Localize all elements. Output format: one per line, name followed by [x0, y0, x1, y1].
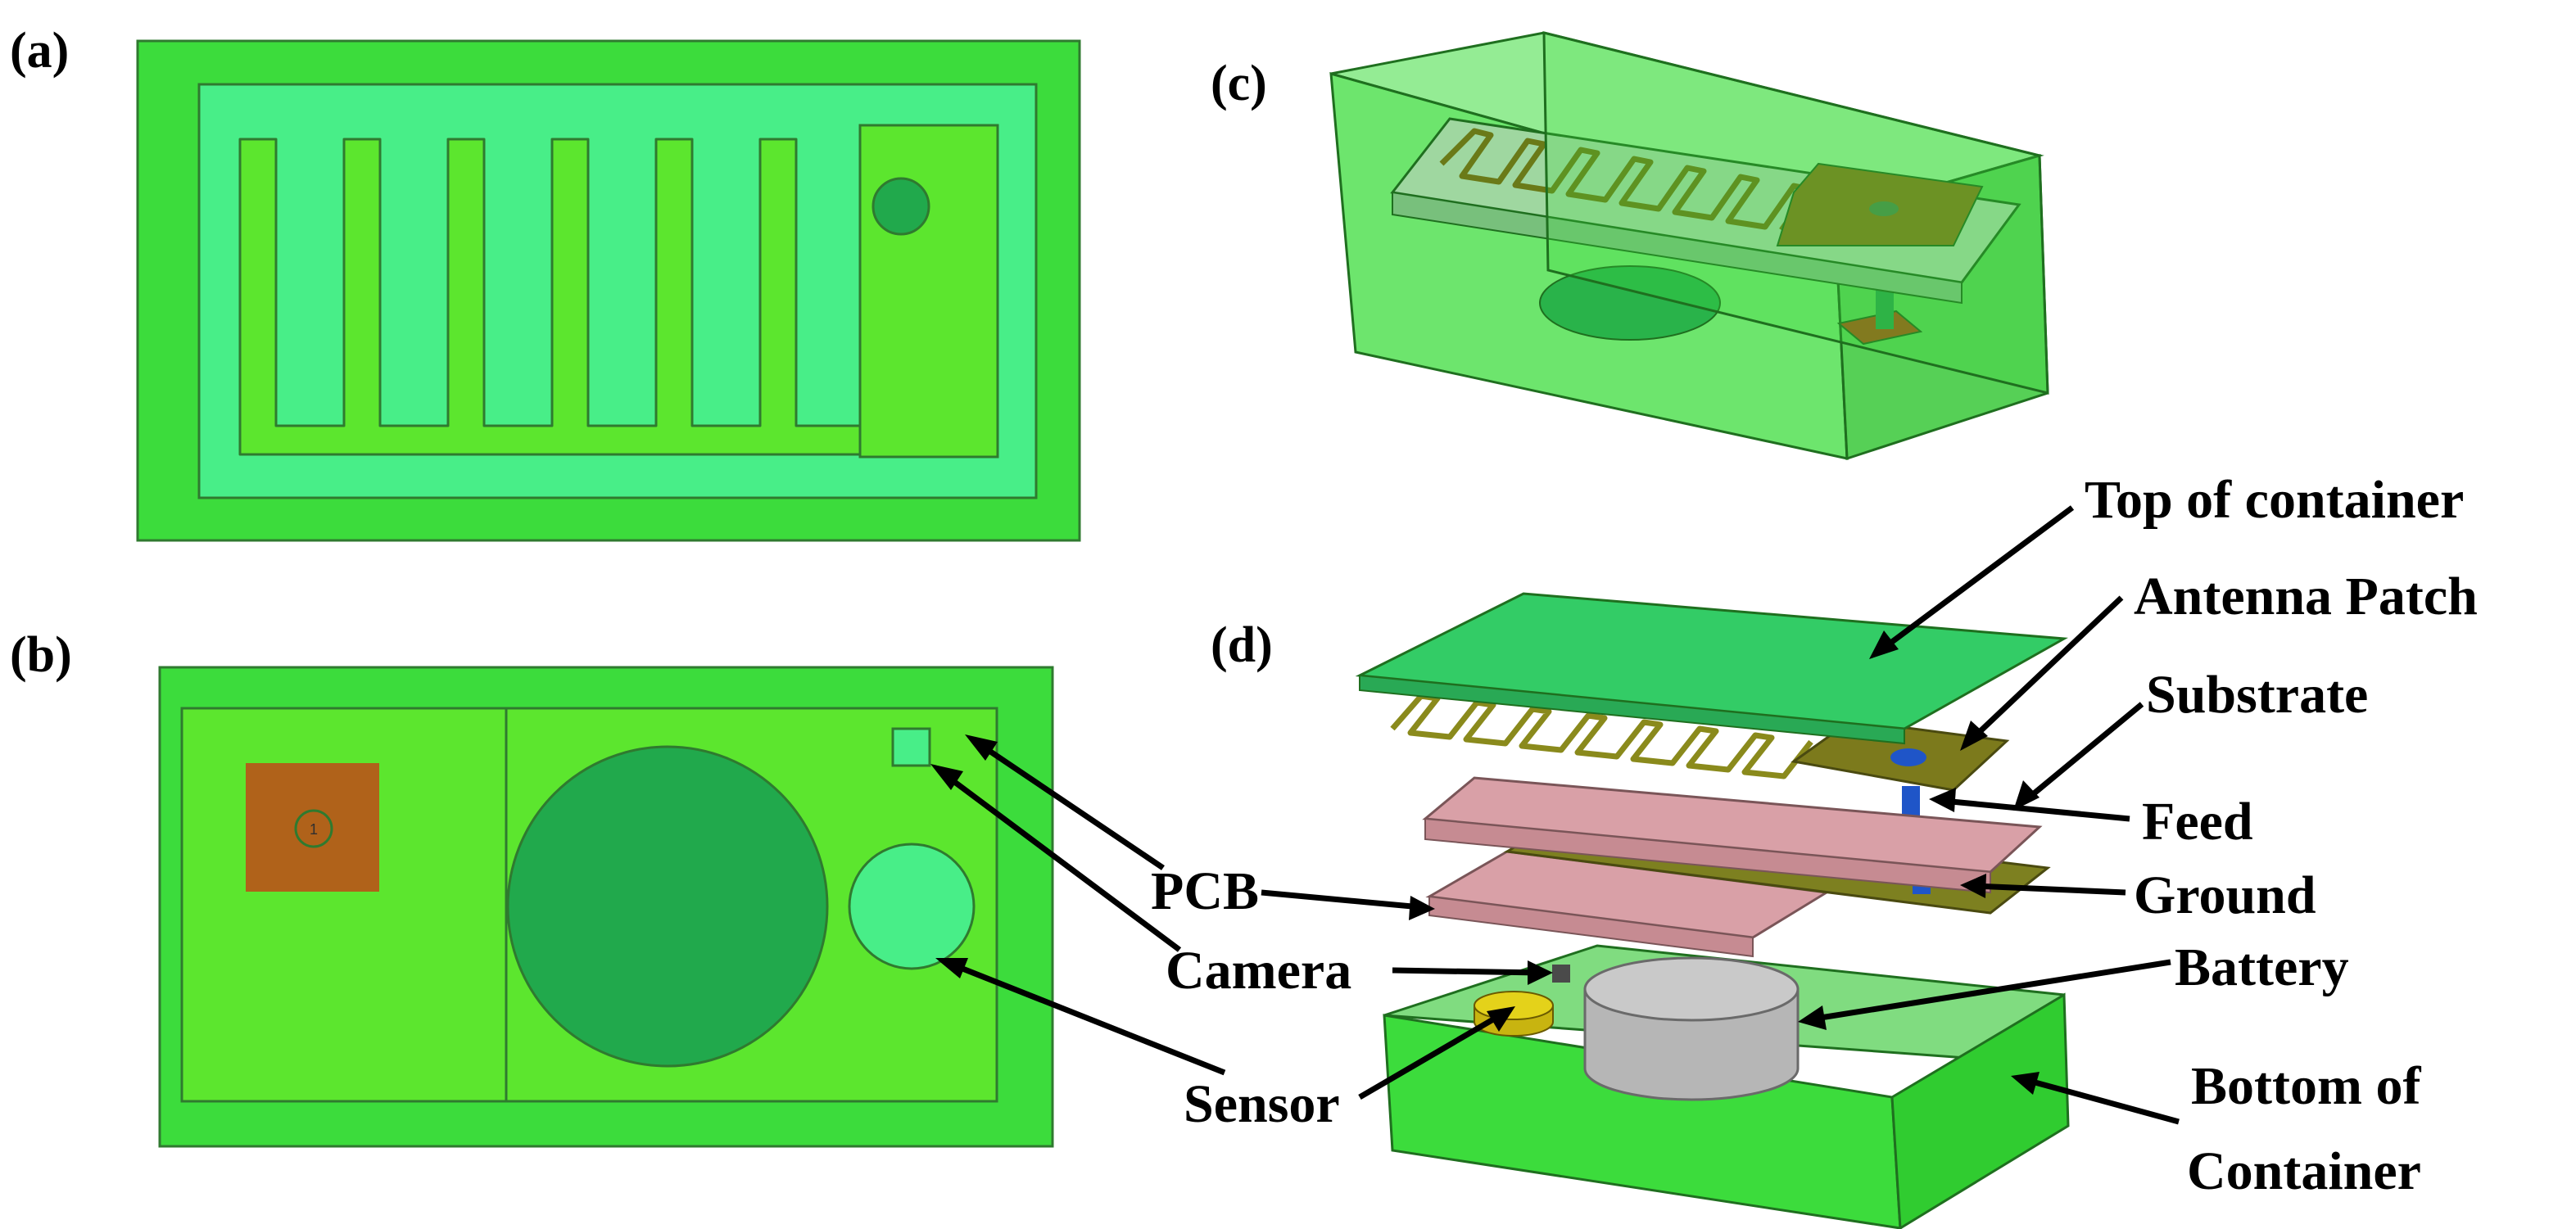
callout-top-of-container: Top of container [2085, 470, 2464, 530]
panel-b: (b) 1 PCB Camera Sensor [10, 627, 1351, 1148]
arrow-sensor-d [1358, 1010, 1505, 1100]
arrow-battery [1809, 959, 2171, 1023]
arrow-sensor [944, 959, 1226, 1076]
camera-3d-d [1552, 965, 1570, 983]
callout-pcb-b: PCB [1151, 861, 1259, 921]
arrow-feed [1942, 797, 2130, 822]
meander-3d-d [1390, 693, 1813, 779]
feed-hole-d [1890, 748, 1926, 766]
port-circle [294, 809, 333, 848]
arrowhead-pcb-d [1409, 896, 1435, 920]
callout-camera: Camera [1166, 941, 1351, 1001]
feed-pin-upper [1902, 786, 1920, 819]
callout-feed: Feed [2142, 792, 2253, 852]
panel-label-a: (a) [10, 23, 69, 79]
panel-a: (a) [10, 23, 1081, 542]
panel-label-b: (b) [10, 627, 72, 683]
sensor-circle [848, 843, 976, 970]
callout-bottom-line2: Container [2187, 1141, 2421, 1201]
arrow-ground [1973, 883, 2126, 896]
meander-patch [238, 138, 862, 456]
container-front-face [1542, 31, 2049, 395]
arrow-pcb-d [1261, 889, 1422, 910]
panel-label-c: (c) [1211, 56, 1267, 111]
arrowhead-battery [1798, 1005, 1827, 1030]
ground-pad [246, 763, 379, 892]
arrowhead-sensor [935, 958, 968, 978]
callout-substrate: Substrate [2146, 665, 2368, 725]
arrow-camera-d [1392, 967, 1541, 976]
panel-d: (d) Top of container Antenna [1211, 470, 2478, 1229]
feed-dot-c [1869, 201, 1899, 216]
arrowhead-sensor-d [1487, 1006, 1515, 1032]
meander-3d-c [1439, 128, 1813, 233]
callout-sensor: Sensor [1184, 1074, 1340, 1134]
arrow-camera [938, 769, 1182, 952]
callout-bottom-line1: Bottom of [2191, 1056, 2421, 1116]
arrowhead-camera-d [1528, 960, 1553, 985]
top-container-lid-edge [1359, 674, 1905, 745]
arrowhead-bottom-of-container [2011, 1072, 2040, 1095]
substrate-layer-edge [1424, 817, 1991, 894]
arrowhead-substrate [2013, 780, 2040, 811]
feed-point-circle [871, 177, 930, 236]
arrowhead-ground [1960, 874, 1986, 898]
sensor-top-d [1474, 991, 1554, 1020]
arrowhead-antenna-patch [1960, 721, 1988, 751]
battery-circle [506, 745, 829, 1068]
arrow-antenna-patch [1967, 595, 2124, 743]
arrow-bottom-of-container [2022, 1076, 2180, 1125]
substrate-edge-c [1392, 191, 1963, 305]
arrowhead-feed [1929, 788, 1956, 812]
camera-square [891, 727, 931, 767]
arrow-substrate [2021, 702, 2144, 805]
top-container-lid [1355, 592, 2068, 730]
patch-feed-pad [858, 124, 999, 459]
panel-label-d: (d) [1211, 617, 1273, 673]
arrowhead-top-of-container [1869, 630, 1899, 659]
bottom-container-right [1890, 992, 2070, 1229]
arrowhead-pcb-b [965, 734, 998, 761]
arrow-top-of-container [1877, 505, 2075, 653]
callout-ground: Ground [2134, 865, 2316, 925]
callout-antenna-patch: Antenna Patch [2134, 567, 2478, 626]
battery-top-d [1583, 956, 1800, 1022]
arrowhead-camera [930, 764, 963, 790]
callout-battery: Battery [2175, 938, 2349, 997]
panel-c: (c) [1211, 31, 2049, 461]
arrow-pcb-b [973, 739, 1165, 870]
port-number: 1 [310, 821, 318, 838]
battery-3d-c [1539, 265, 1721, 341]
